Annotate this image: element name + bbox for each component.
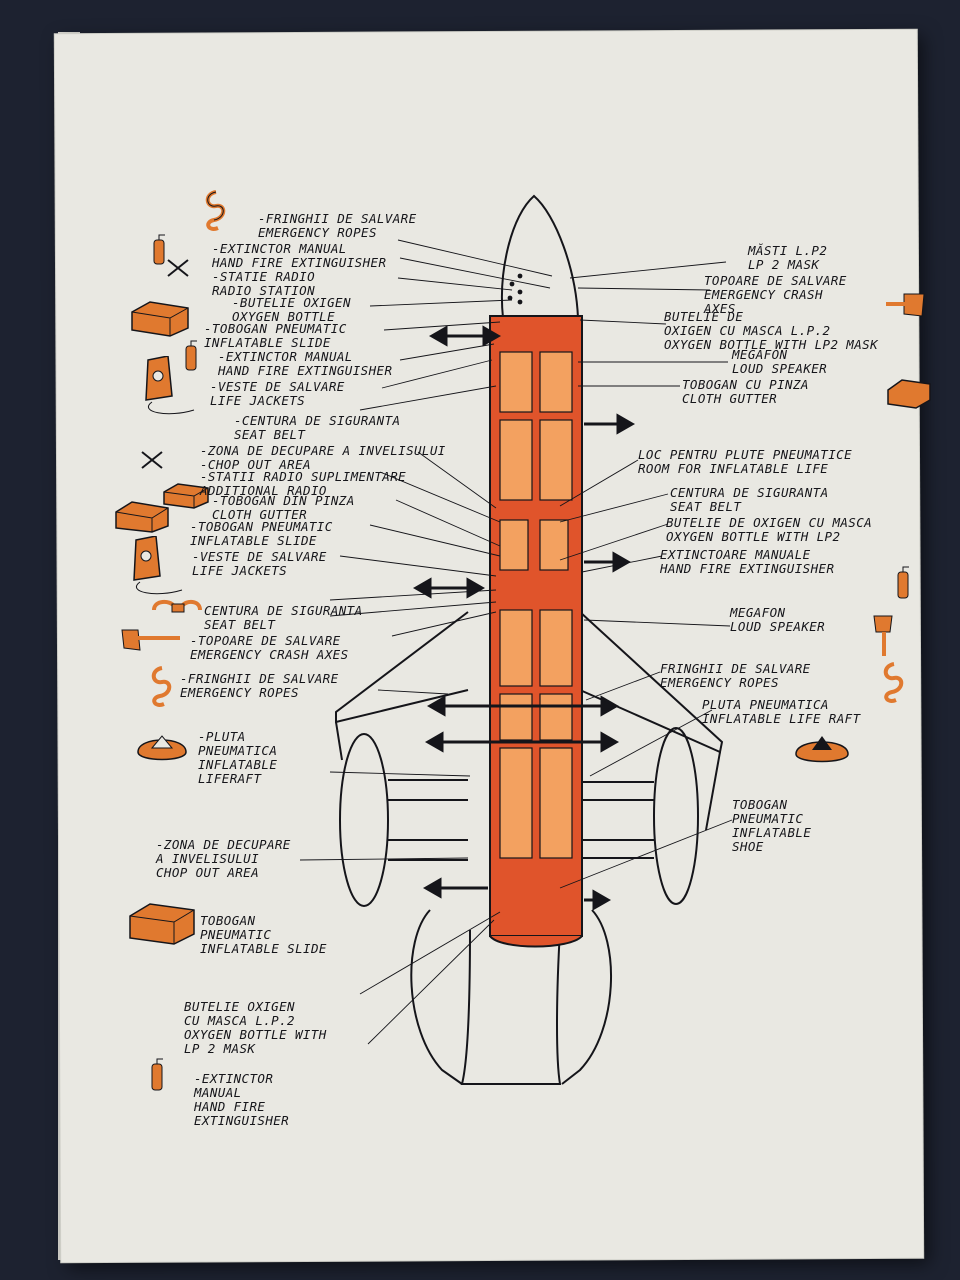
fire-extinguisher-icon xyxy=(894,564,912,604)
slide-box-icon xyxy=(114,500,170,538)
label-chop-out-area: -ZONA DE DECUPARE A INVELISULUI-CHOP OUT… xyxy=(200,443,446,472)
left-wing xyxy=(335,611,469,724)
rope-icon xyxy=(876,660,910,708)
fire-extinguisher-icon xyxy=(182,338,200,376)
radio-antenna-icon xyxy=(166,258,190,282)
right-wing xyxy=(579,611,724,754)
crash-axe-icon xyxy=(872,614,896,662)
crash-axe-icon xyxy=(118,626,182,658)
cockpit-dots xyxy=(507,273,523,305)
life-raft-icon xyxy=(792,730,852,774)
life-raft-icon xyxy=(134,728,190,772)
crash-axe-icon xyxy=(884,290,928,328)
seat-rows xyxy=(499,351,573,859)
rope-icon xyxy=(198,188,232,236)
right-wheel-fairing xyxy=(561,909,612,1085)
slide-box-icon xyxy=(886,378,932,414)
exit-arrows xyxy=(412,325,636,911)
left-engine xyxy=(339,733,389,907)
life-jacket-icon xyxy=(138,355,198,424)
left-wheel-fairing xyxy=(410,909,463,1085)
tail xyxy=(460,929,562,1085)
life-jacket-icon xyxy=(126,535,186,604)
right-engine xyxy=(653,727,699,905)
rope-icon xyxy=(144,664,178,712)
slide-box-icon xyxy=(128,900,196,950)
life-raft-box-icon xyxy=(130,298,190,342)
slide-box-icon xyxy=(162,482,210,514)
fire-extinguisher-icon xyxy=(148,1056,166,1096)
seat-belt-icon xyxy=(150,596,204,626)
radio-antenna-icon xyxy=(140,450,164,474)
fire-extinguisher-icon xyxy=(150,232,168,270)
leader-lines xyxy=(299,239,733,1045)
aircraft-outline xyxy=(335,194,724,1085)
